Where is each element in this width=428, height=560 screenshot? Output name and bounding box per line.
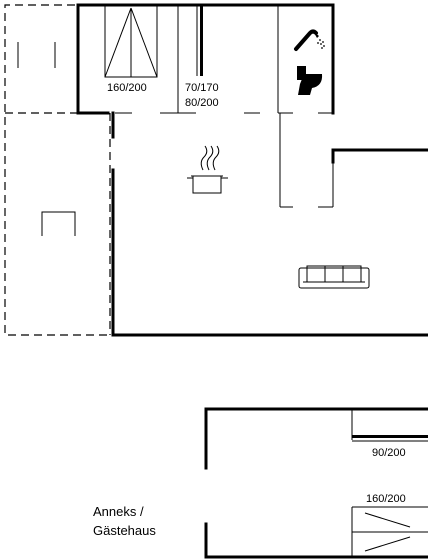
bed-label-annex-single: 90/200: [372, 447, 406, 459]
annex-bed-single-icon: [351, 409, 428, 442]
annex-label-line2: Gästehaus: [93, 523, 156, 538]
bed-label-annex-double: 160/200: [366, 493, 406, 505]
cooking-pot-icon: [187, 145, 228, 194]
garden-chairs-icon: [17, 42, 56, 68]
bed-label-kids-top: 70/170: [185, 82, 219, 94]
shower-icon: [294, 29, 325, 51]
annex-walls: [204, 407, 428, 559]
toilet-icon: [297, 66, 323, 95]
sofa-icon: [298, 265, 370, 289]
bed-icon: [104, 4, 158, 78]
bed-label-kids-bottom: 80/200: [185, 97, 219, 109]
interior-partitions: [115, 5, 334, 208]
bunk-bed-icon: [196, 5, 203, 76]
annex-bed-double-icon: [351, 506, 428, 557]
terrace-outline: [4, 4, 111, 336]
bed-label-double-main: 160/200: [107, 82, 147, 94]
table-icon: [41, 211, 76, 236]
annex-label-line1: Anneks /: [93, 504, 144, 519]
